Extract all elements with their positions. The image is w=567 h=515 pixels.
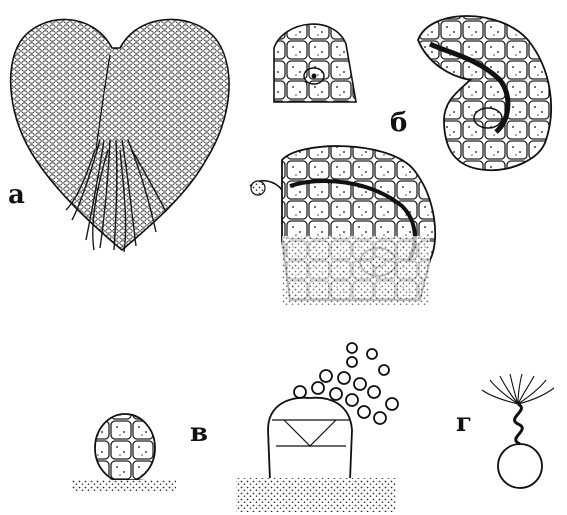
antheridium-closed (72, 414, 176, 492)
label-g: г (456, 410, 472, 436)
antheridium-open (236, 343, 398, 512)
label-v: в (190, 420, 208, 446)
label-b: б (390, 110, 407, 136)
archegonium-bottom (250, 146, 435, 306)
label-a: а (8, 182, 25, 208)
prothallus-drawing (11, 19, 229, 252)
flagella (482, 374, 554, 404)
archegonium-top-curved (418, 16, 551, 170)
spermatozoid-detail (482, 374, 554, 488)
archegonium-top-small (274, 24, 356, 102)
